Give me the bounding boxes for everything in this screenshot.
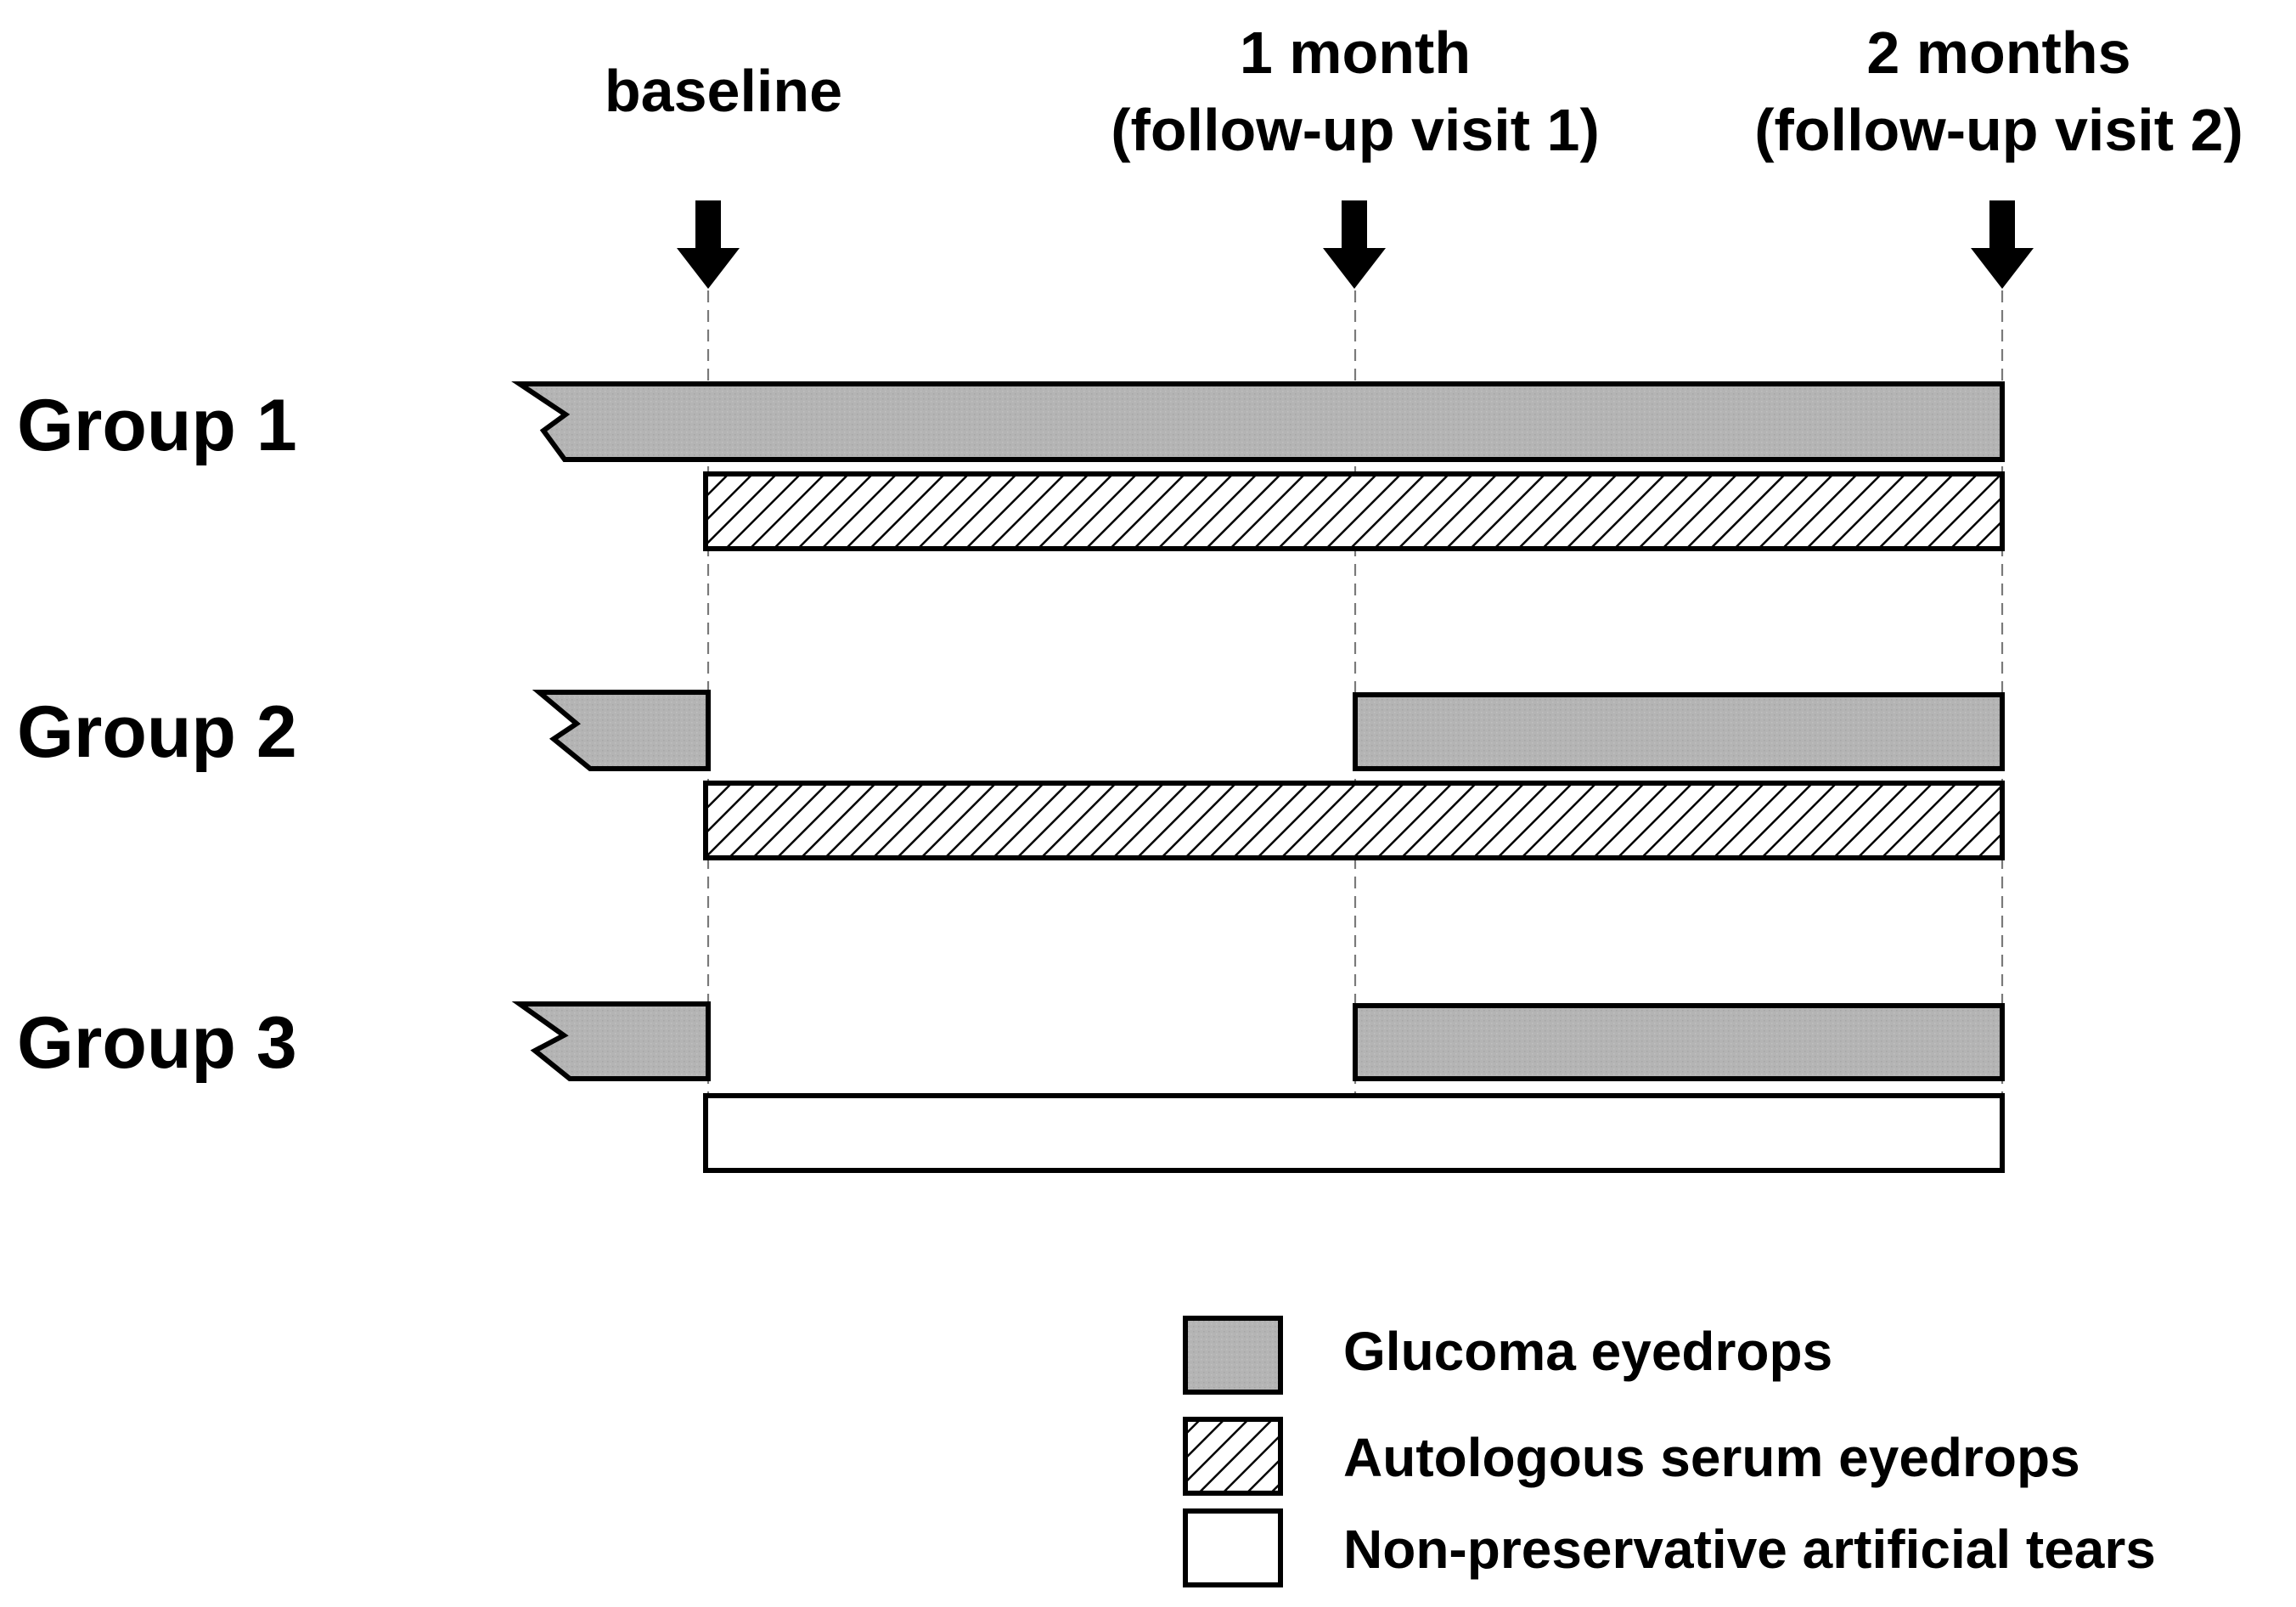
month2-arrow-icon: [1971, 200, 2034, 289]
group2-label: Group 2: [17, 691, 297, 773]
legend-tears-label: Non-preservative artificial tears: [1343, 1519, 2156, 1580]
legend-glaucoma-swatch: [1183, 1316, 1283, 1395]
group1-label: Group 1: [17, 385, 297, 466]
legend-tears-swatch: [1183, 1508, 1283, 1587]
legend: Glucoma eyedrops Autologous serum eyedro…: [1183, 1316, 2156, 1587]
legend-serum-swatch: [1183, 1417, 1283, 1496]
group1-glaucoma-bar: [511, 381, 2005, 462]
group3-glaucoma-bar-resumed: [1353, 1003, 2005, 1081]
month2-visit-label: (follow-up visit 2): [1754, 97, 2243, 163]
month1-visit-label: (follow-up visit 1): [1111, 97, 1600, 163]
group3-glaucoma-bar-pre: [511, 1001, 711, 1081]
month2-label: 2 months: [1866, 20, 2130, 86]
group3-tears-bar: [703, 1093, 2005, 1173]
legend-glaucoma-label: Glucoma eyedrops: [1343, 1321, 1832, 1382]
group1-serum-bar: [703, 471, 2005, 551]
group2-glaucoma-bar-pre: [532, 690, 711, 771]
baseline-label: baseline: [605, 58, 842, 124]
baseline-arrow-icon: [677, 200, 740, 289]
month1-arrow-icon: [1323, 200, 1386, 289]
month1-label: 1 month: [1240, 20, 1471, 86]
legend-serum-label: Autologous serum eyedrops: [1343, 1427, 2080, 1488]
group2-serum-bar: [703, 781, 2005, 860]
group2-glaucoma-bar-resumed: [1353, 692, 2005, 771]
group3-label: Group 3: [17, 1002, 297, 1084]
